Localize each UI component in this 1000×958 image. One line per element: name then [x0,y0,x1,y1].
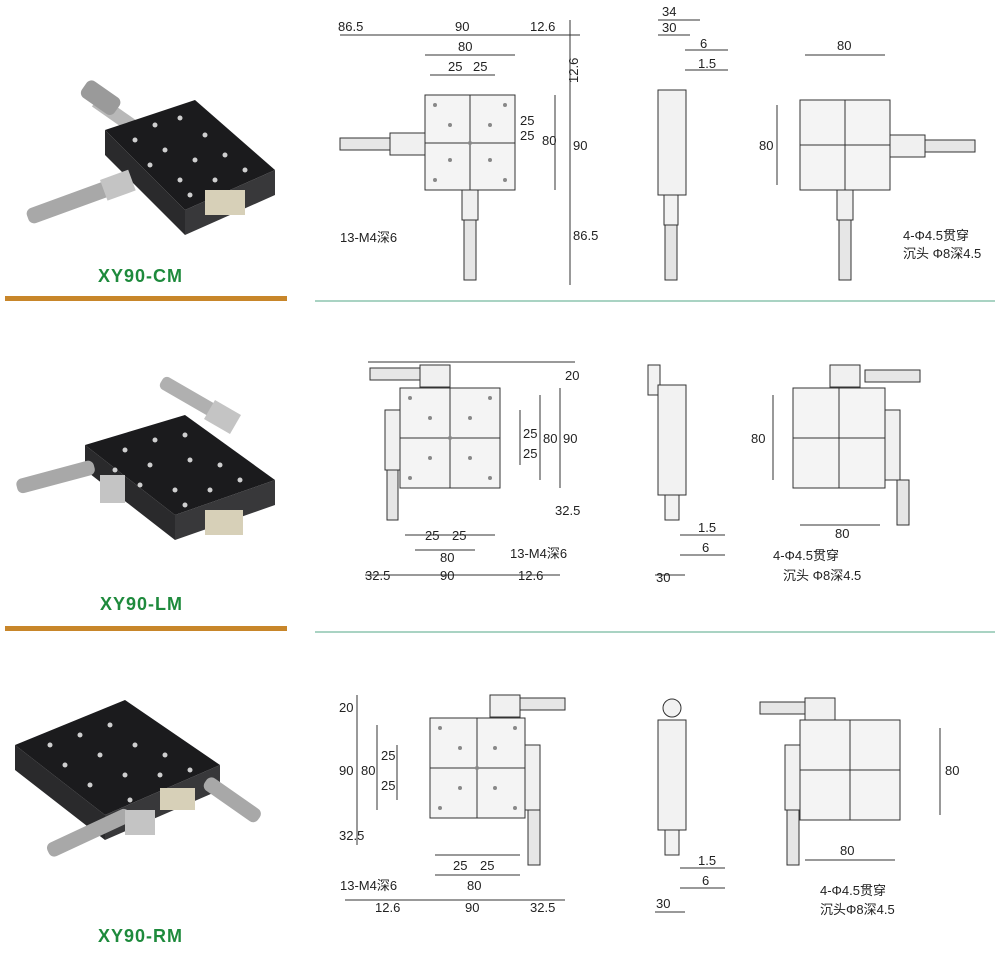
dim-label: 25 [425,528,439,543]
side-view-drawing-xy90-cm: 34 30 6 1.5 [657,4,728,281]
dim-label: 80 [542,133,556,148]
section-divider-green [315,300,995,302]
dim-label: 25 [381,778,395,793]
callout-label: 沉头 Φ8深4.5 [903,246,981,261]
model-label-xy90-rm: XY90-RM [98,926,184,946]
dim-label: 80 [440,550,454,565]
bottom-view-drawing-xy90-lm: 80 80 4-Φ4.5贯穿 沉头 Φ8深4.5 [751,364,921,583]
model-label-xy90-lm: XY90-LM [100,594,184,614]
dim-label: 32.5 [555,503,580,518]
dim-label: 90 [563,431,577,446]
product-photo-xy90-lm [16,376,275,540]
dim-label: 90 [455,19,469,34]
dim-label: 20 [565,368,579,383]
dim-label: 80 [837,38,851,53]
dim-label: 90 [465,900,479,915]
top-view-drawing-xy90-lm: 25 25 80 32.5 90 12.6 20 25 25 80 90 32.… [365,361,580,583]
bottom-view-drawing-xy90-cm: 80 80 4-Φ4.5贯穿 沉头 Φ8深4.5 [759,38,981,281]
callout-label: 沉头 Φ8深4.5 [783,568,861,583]
dim-label: 80 [759,138,773,153]
callout-label: 13-M4深6 [510,546,567,561]
dim-label: 1.5 [698,520,716,535]
dim-label: 86.5 [573,228,598,243]
dim-label: 32.5 [365,568,390,583]
dim-label: 25 [520,128,534,143]
dim-label: 32.5 [530,900,555,915]
dim-label: 30 [656,570,670,585]
callout-label: 沉头Φ8深4.5 [820,902,895,917]
callout-label: 4-Φ4.5贯穿 [820,883,886,898]
dim-label: 90 [339,763,353,778]
dim-label: 12.6 [518,568,543,583]
callout-label: 4-Φ4.5贯穿 [903,228,969,243]
dim-label: 30 [656,896,670,911]
dim-label: 80 [361,763,375,778]
dim-label: 90 [573,138,587,153]
callout-label: 13-M4深6 [340,230,397,245]
side-view-drawing-xy90-lm: 1.5 6 30 [647,364,725,585]
dim-label: 30 [662,20,676,35]
section-divider-green [315,631,995,633]
dim-label: 12.6 [566,58,581,83]
dim-label: 12.6 [375,900,400,915]
dim-label: 80 [543,431,557,446]
dim-label: 6 [700,36,707,51]
dim-label: 25 [480,858,494,873]
dim-label: 80 [467,878,481,893]
dim-label: 25 [523,426,537,441]
section-divider-orange [5,296,287,301]
top-view-drawing-xy90-rm: 25 25 80 12.6 90 32.5 20 90 80 25 25 32.… [339,694,566,915]
dim-label: 80 [835,526,849,541]
dim-label: 25 [473,59,487,74]
dim-label: 25 [452,528,466,543]
micrometer-icon [26,169,136,224]
dim-label: 32.5 [339,828,364,843]
dim-label: 90 [440,568,454,583]
dim-label: 25 [448,59,462,74]
top-view-drawing-xy90-cm: 86.5 90 12.6 80 25 25 12.6 25 25 80 90 8… [338,19,598,285]
dim-label: 25 [523,446,537,461]
dim-label: 1.5 [698,853,716,868]
dim-label: 1.5 [698,56,716,71]
product-photo-xy90-cm [26,80,275,235]
bottom-view-drawing-xy90-rm: 80 80 4-Φ4.5贯穿 沉头Φ8深4.5 [759,697,959,917]
micrometer-icon [46,777,261,857]
dim-label: 6 [702,873,709,888]
dim-label: 25 [453,858,467,873]
dim-label: 80 [945,763,959,778]
product-photo-xy90-rm [15,700,261,857]
dim-label: 20 [339,700,353,715]
dim-label: 86.5 [338,19,363,34]
callout-label: 13-M4深6 [340,878,397,893]
dim-label: 80 [840,843,854,858]
side-view-drawing-xy90-rm: 1.5 6 30 [655,698,725,913]
dim-label: 80 [458,39,472,54]
dim-label: 6 [702,540,709,555]
section-divider-orange [5,626,287,631]
model-label-xy90-cm: XY90-CM [98,266,184,286]
micrometer-icon [16,460,125,503]
dim-label: 25 [520,113,534,128]
dim-label: 12.6 [530,19,555,34]
dim-label: 80 [751,431,765,446]
dim-label: 25 [381,748,395,763]
micrometer-icon [159,376,241,435]
callout-label: 4-Φ4.5贯穿 [773,548,839,563]
dim-label: 34 [662,4,676,19]
